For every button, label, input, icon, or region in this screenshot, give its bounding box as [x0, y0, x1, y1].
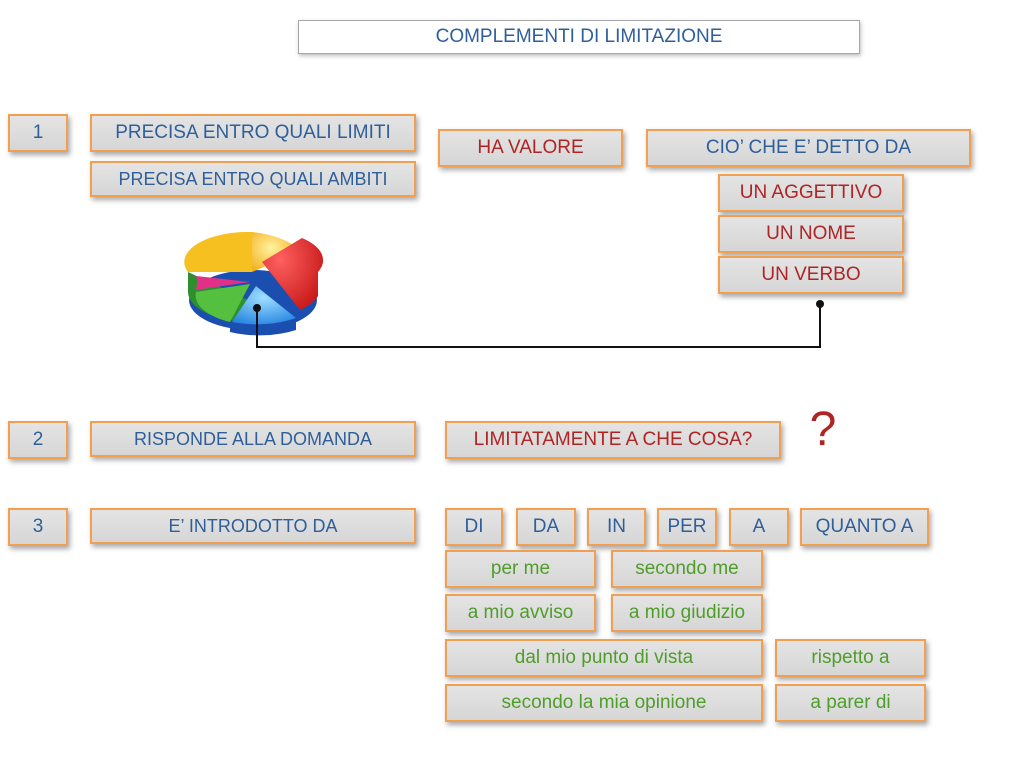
preposition-a: A — [729, 508, 789, 546]
preposition-da: DA — [516, 508, 576, 546]
target-noun: UN NOME — [718, 215, 904, 253]
connector-start-dot — [253, 304, 261, 312]
expression-secondo-me: secondo me — [611, 550, 763, 588]
definition-limits: PRECISA ENTRO QUALI LIMITI — [90, 114, 416, 152]
pie-chart-icon — [184, 231, 324, 336]
preposition-di: DI — [445, 508, 503, 546]
preposition-in: IN — [587, 508, 646, 546]
expression-a-mio-giudizio: a mio giudizio — [611, 594, 763, 632]
expression-a-parer-di: a parer di — [775, 684, 926, 722]
expression-per-me: per me — [445, 550, 596, 588]
page-title: COMPLEMENTI DI LIMITAZIONE — [298, 20, 860, 54]
target-adjective: UN AGGETTIVO — [718, 174, 904, 212]
value-box: HA VALORE — [438, 129, 623, 167]
question-label: RISPONDE ALLA DOMANDA — [90, 421, 416, 457]
preposition-per: PER — [657, 508, 717, 546]
target-box: CIO’ CHE E’ DETTO DA — [646, 129, 971, 167]
preposition-quanto-a: QUANTO A — [800, 508, 929, 546]
expression-a-mio-avviso: a mio avviso — [445, 594, 596, 632]
connector-line — [256, 304, 821, 348]
target-verb: UN VERBO — [718, 256, 904, 294]
row3-number: 3 — [8, 508, 68, 546]
introducer-label: E’ INTRODOTTO DA — [90, 508, 416, 544]
question-mark: ? — [809, 403, 837, 456]
row1-number: 1 — [8, 114, 68, 152]
expression-secondo-la-mia-opinione: secondo la mia opinione — [445, 684, 763, 722]
question-box: LIMITATAMENTE A CHE COSA? — [445, 421, 781, 459]
expression-rispetto-a: rispetto a — [775, 639, 926, 677]
expression-dal-mio-punto-di-vista: dal mio punto di vista — [445, 639, 763, 677]
definition-scopes: PRECISA ENTRO QUALI AMBITI — [90, 161, 416, 197]
row2-number: 2 — [8, 421, 68, 459]
connector-end-dot — [816, 300, 824, 308]
